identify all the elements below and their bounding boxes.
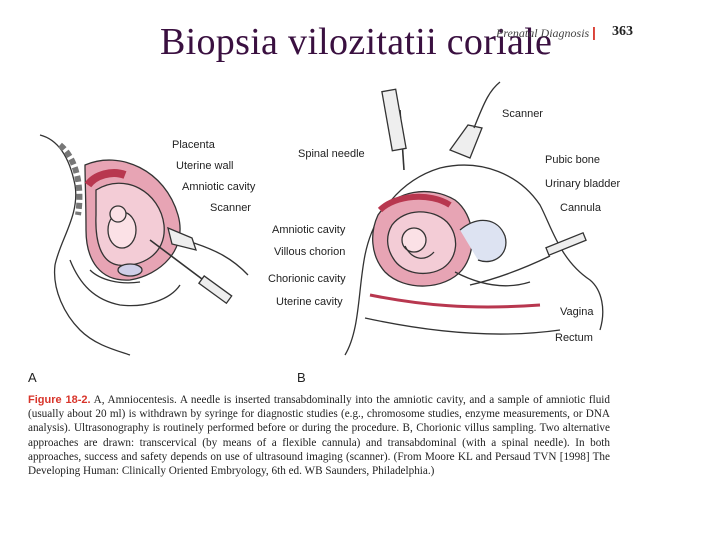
label-rectum: Rectum bbox=[555, 332, 593, 344]
label-vagina: Vagina bbox=[560, 306, 594, 318]
caption-text: A, Amniocentesis. A needle is inserted t… bbox=[28, 394, 610, 478]
label-uterine-wall: Uterine wall bbox=[176, 160, 234, 172]
slide-title: Biopsia vilozitatii coriale bbox=[160, 21, 553, 63]
label-scanner-b: Scanner bbox=[502, 108, 543, 120]
label-amniotic-cavity-a: Amniotic cavity bbox=[182, 181, 256, 193]
book-section-header: Prenatal Diagnosis bbox=[496, 26, 590, 40]
book-header-separator: | bbox=[592, 24, 596, 40]
label-placenta: Placenta bbox=[172, 139, 215, 151]
panel-b-drawing bbox=[344, 81, 604, 356]
panel-a-drawing bbox=[39, 134, 249, 356]
label-pubic-bone: Pubic bone bbox=[545, 154, 601, 166]
label-spinal-needle: Spinal needle bbox=[298, 148, 365, 160]
caption-figure-label: Figure 18-2. bbox=[28, 394, 91, 406]
label-amniotic-cavity-b: Amniotic cavity bbox=[272, 224, 346, 236]
label-scanner-a: Scanner bbox=[210, 202, 251, 214]
panel-a-letter: A bbox=[28, 370, 37, 385]
figure-caption: Figure 18-2. A, Amniocentesis. A needle … bbox=[28, 393, 610, 478]
label-cannula: Cannula bbox=[560, 202, 601, 214]
label-urinary-bladder: Urinary bladder bbox=[545, 178, 621, 190]
label-villous-chorion: Villous chorion bbox=[274, 246, 346, 258]
label-chorionic-cavity: Chorionic cavity bbox=[268, 273, 346, 285]
panel-b-letter: B bbox=[297, 370, 306, 385]
book-page-number: 363 bbox=[612, 24, 633, 39]
label-uterine-cavity: Uterine cavity bbox=[276, 296, 343, 308]
